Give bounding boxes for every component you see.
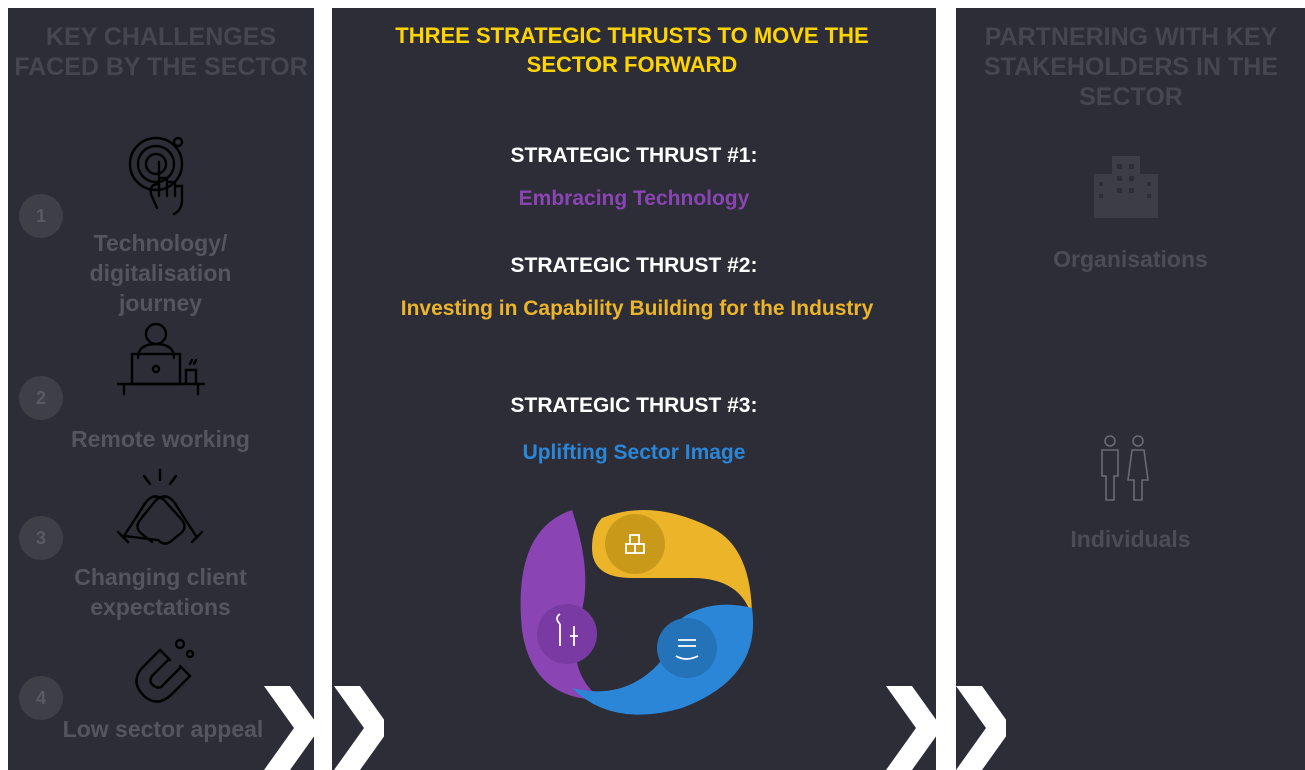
- stakeholders-panel: PARTNERING WITH KEY STAKEHOLDERS IN THE …: [956, 8, 1305, 770]
- stakeholders-heading: PARTNERING WITH KEY STAKEHOLDERS IN THE …: [984, 23, 1278, 111]
- challenges-panel: KEY CHALLENGES FACED BY THE SECTOR 1 Tec…: [8, 8, 314, 770]
- magnet-icon: [135, 638, 195, 703]
- strategic-thrusts-panel: THREE STRATEGIC THRUSTS TO MOVE THE SECT…: [332, 8, 936, 770]
- laptop-worker-icon: [116, 322, 206, 396]
- challenge-number: 1: [19, 194, 63, 238]
- thrust-label: STRATEGIC THRUST #1:: [510, 144, 758, 167]
- office-building-icon: [1094, 156, 1158, 218]
- challenge-label: Remote working: [71, 426, 250, 452]
- challenge-label: Changing client expectations: [74, 564, 247, 620]
- thrust-name: Uplifting Sector Image: [522, 441, 746, 464]
- challenge-number: 3: [19, 516, 63, 560]
- touch-target-icon: [128, 136, 184, 216]
- stakeholder-label: Organisations: [1053, 246, 1208, 272]
- challenges-heading: KEY CHALLENGES FACED BY THE SECTOR: [14, 23, 308, 81]
- stakeholder-label: Individuals: [1070, 526, 1191, 552]
- chevron-right-icon: [264, 686, 384, 770]
- chevron-right-icon: [886, 686, 1006, 770]
- challenge-number: 2: [19, 376, 63, 420]
- challenge-label: Low sector appeal: [62, 716, 264, 742]
- strategy-cycle-graphic: [520, 510, 754, 715]
- thrust-name: Investing in Capability Building for the…: [400, 297, 874, 320]
- thrusts-heading: THREE STRATEGIC THRUSTS TO MOVE THE SECT…: [395, 23, 869, 77]
- thrust-label: STRATEGIC THRUST #3:: [510, 394, 758, 417]
- thrust-label: STRATEGIC THRUST #2:: [510, 254, 758, 277]
- handshake-icon: [116, 468, 204, 545]
- people-icon: [1101, 435, 1149, 501]
- challenge-number: 4: [19, 676, 63, 720]
- challenge-label: Technology/ digitalisation journey: [89, 230, 232, 316]
- thrust-name: Embracing Technology: [518, 187, 750, 210]
